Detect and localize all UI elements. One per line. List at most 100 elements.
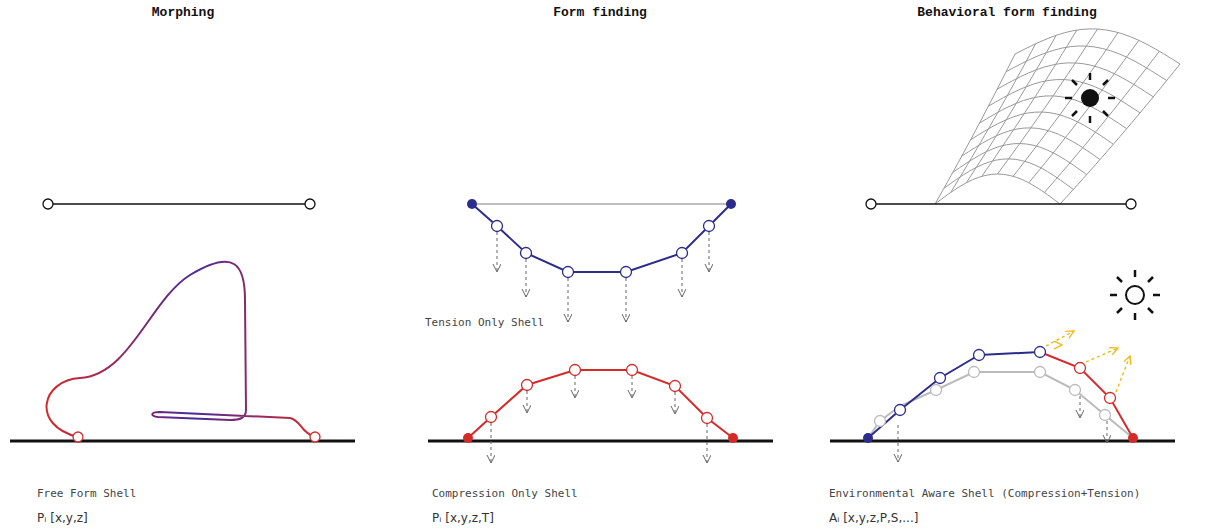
span-line [871,203,1131,205]
grid-line [1015,29,1180,64]
sun-ray [1117,308,1122,313]
sun-ray [1103,111,1108,116]
point-notation: Pᵢ [x,y,z,T] [432,511,494,525]
support-circle [73,432,83,442]
hanging-chain [472,204,731,272]
column-title: Morphing [152,5,214,20]
node-circle [974,350,985,361]
load-arrow [709,232,710,272]
load-arrow [682,259,683,297]
load-arrow [527,391,528,413]
node-circle [866,199,876,209]
grid-line [1044,51,1159,192]
form-finding-figure [428,199,773,463]
node-circle [627,365,638,376]
node-circle [1035,347,1046,358]
sun-ray [1153,294,1160,297]
sun-ray [1103,80,1108,85]
adapted-nodes [895,347,1116,416]
sun-filled [1065,73,1115,123]
load-arrows [497,232,709,322]
sun-ray [1089,116,1092,123]
chain-nodes [492,221,715,278]
node-circle [522,380,533,391]
reference-nodes [875,367,1111,427]
load-arrow [497,232,498,272]
node-circle [895,405,906,416]
node-circle [1035,367,1046,378]
adapted-shell-compression [1040,352,1133,438]
node-circle [702,413,713,424]
sun-ray [1134,270,1137,277]
node-circle [670,381,681,392]
grid-line [1006,46,1167,81]
support-dot [728,433,738,443]
load-arrow [491,423,492,463]
sun-ray [1108,97,1115,100]
compression-arch [468,370,733,438]
grid-line [951,44,1036,193]
sun-ray [1089,73,1092,80]
load-arrows [898,396,1107,462]
load-arrow [1080,396,1081,418]
grid-line [1060,64,1180,204]
grid-line [966,35,1056,183]
support-dot [463,433,473,443]
load-arrow [568,278,569,322]
grid-shell [935,29,1180,204]
grid-line [982,30,1077,176]
column-title: Form finding [553,5,647,20]
column-title: Behavioral form finding [917,5,1096,20]
sun-ray [1072,80,1077,85]
shell-label: Environmental Aware Shell (Compression+T… [829,487,1140,500]
grid-line [944,159,1073,190]
node-circle [305,199,315,209]
sun-ray [1117,277,1122,282]
load-arrows [491,376,707,463]
support-dot [1128,433,1138,443]
span-line [48,203,310,205]
node-circle [931,385,942,396]
sun-arrows [1046,331,1130,392]
node-circle [570,365,581,376]
node-circle [704,221,715,232]
shell-label: Tension Only Shell [425,316,544,329]
arch-nodes [486,365,713,424]
grid-line [1029,40,1139,183]
sun-disc [1126,286,1144,304]
sun-arrow [1046,331,1074,346]
free-form-curve [47,262,315,437]
span-line [472,203,731,205]
ground-line [428,440,773,443]
morphing-figure [10,199,355,442]
node-circle [492,221,503,232]
node-circle [1126,199,1136,209]
load-arrow [575,376,576,398]
load-arrow [632,376,633,398]
load-arrow [707,424,708,463]
node-circle [875,416,886,427]
node-circle [1105,393,1116,404]
sun-ray [1148,277,1153,282]
node-circle [969,367,980,378]
load-arrow [898,425,899,462]
sun-ray [1110,294,1117,297]
shell-label: Compression Only Shell [432,487,578,500]
sun-outline [1110,270,1160,320]
node-circle [1075,363,1086,374]
support-circle [310,432,320,442]
grid-line [988,80,1140,113]
ground-line [10,440,355,443]
node-circle [621,267,632,278]
node-circle [563,267,574,278]
sun-ray [1134,313,1137,320]
node-circle [486,412,497,423]
support-dot [467,199,477,209]
grid-line [1013,33,1118,177]
adapted-shell-tension [868,355,979,438]
point-notation: Aᵢ [x,y,z,P,S,...] [829,511,918,525]
grid-line [935,174,1060,204]
adapted-shell-tension [979,352,1040,355]
sun-arrow [1086,348,1118,362]
